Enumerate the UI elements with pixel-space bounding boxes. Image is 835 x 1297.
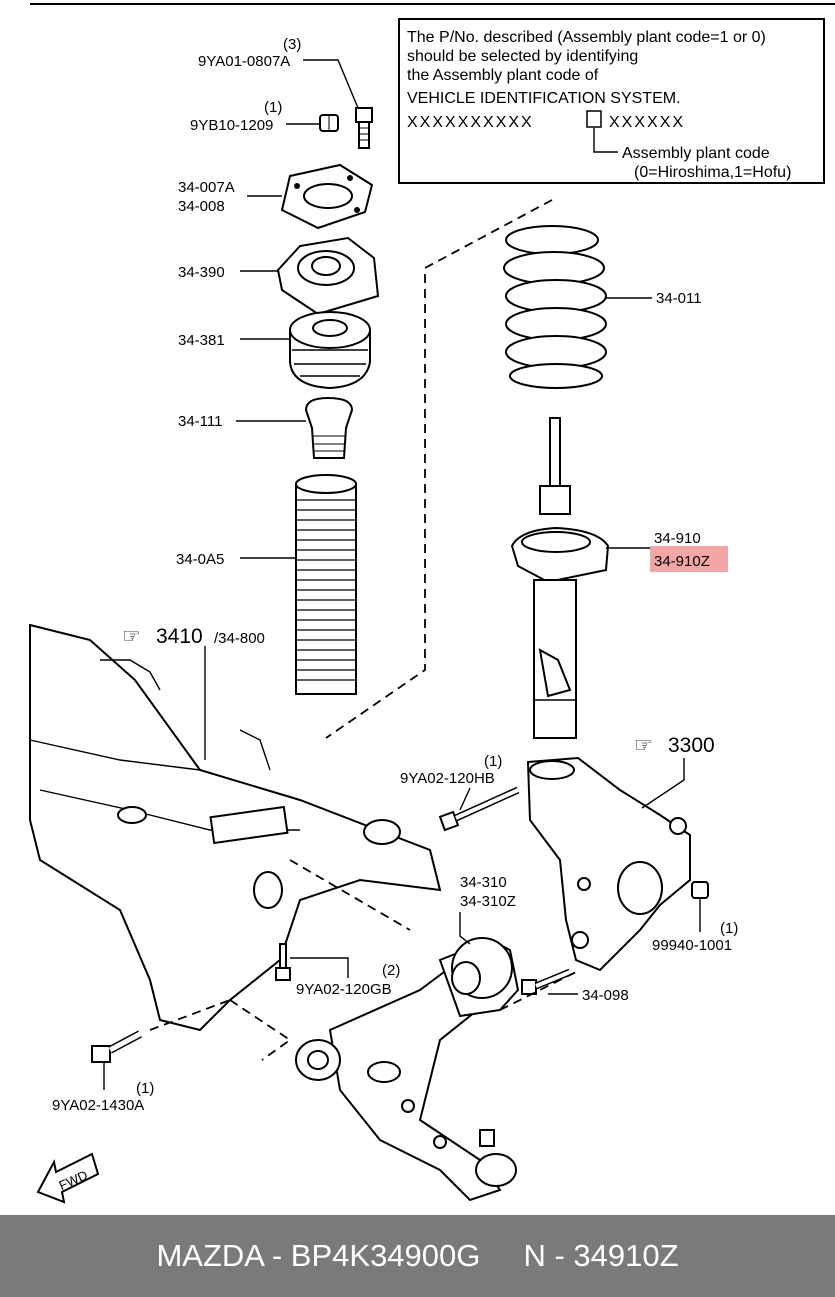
crossmember-ref-pointer-icon: ☞ [122, 625, 141, 648]
note-line-4: VEHICLE IDENTIFICATION SYSTEM. [407, 90, 681, 107]
vin-suffix: XXXXXX [609, 114, 685, 131]
bolt-arm-mid [275, 943, 291, 981]
part-number-footer: MAZDA - BP4K34900G N - 34910Z [0, 1215, 835, 1297]
bump-stop [304, 396, 354, 459]
mount-plate [280, 163, 374, 230]
vin-prefix: XXXXXXXXXX [407, 114, 534, 131]
mount-rubber-label: 34-390 [178, 264, 225, 281]
note-line-3: the Assembly plant code of [407, 67, 599, 84]
bolt-arm-rear [521, 968, 572, 995]
nut-top-label: 9YB10-1209 [190, 117, 273, 134]
strut-label-b: 34-910Z [654, 553, 710, 570]
assembly-guide-line [325, 199, 553, 739]
bump-stop-label: 34-111 [178, 413, 222, 430]
strut-assembly [510, 417, 610, 739]
lower-control-arm [295, 937, 520, 1202]
mount-plate-label-b: 34-008 [178, 198, 225, 215]
bolt-arm-mid-label: 9YA02-120GB [296, 981, 392, 998]
nut-knuckle [691, 881, 709, 899]
bolt-front-label: 9YA02-1430A [52, 1097, 144, 1114]
strut-bearing [289, 311, 371, 390]
knuckle-ref-label[interactable]: 3300 [668, 734, 715, 757]
bearing-label: 34-381 [178, 332, 225, 349]
plant-code-box [586, 110, 602, 128]
mount-rubber [276, 236, 380, 316]
coil-spring-label: 34-011 [656, 290, 702, 307]
dust-boot [295, 474, 357, 695]
bolt-top-qty: (3) [283, 36, 301, 53]
dust-boot-label: 34-0A5 [176, 551, 224, 568]
nut-knuckle-qty: (1) [720, 920, 738, 937]
note-line-1: The P/No. described (Assembly plant code… [407, 29, 766, 46]
strut-label-a: 34-910 [654, 530, 701, 547]
nut-top [319, 114, 339, 132]
arm-guide-upper [289, 859, 411, 931]
arm-label-a: 34-310 [460, 874, 507, 891]
crossmember-ref-label-b: /34-800 [214, 630, 265, 647]
exploded-parts-diagram: The P/No. described (Assembly plant code… [29, 3, 835, 1204]
arm-guide-lower [229, 999, 292, 1061]
assembly-plant-note: The P/No. described (Assembly plant code… [398, 18, 825, 184]
bolt-knuckle [438, 786, 520, 832]
plant-code-values: (0=Hiroshima,1=Hofu) [634, 164, 791, 181]
plant-code-label: Assembly plant code [622, 145, 770, 162]
fwd-arrow-icon: FWD [36, 1152, 100, 1204]
bolt-top-label: 9YA01-0807A [198, 53, 290, 70]
nut-knuckle-label: 99940-1001 [652, 937, 732, 954]
bolt-front-qty: (1) [136, 1080, 154, 1097]
coil-spring [503, 225, 607, 389]
bolt-arm-mid-qty: (2) [382, 962, 400, 979]
mount-plate-label-a: 34-007A [178, 179, 235, 196]
footer-text: MAZDA - BP4K34900G N - 34910Z [156, 1238, 679, 1273]
nut-top-qty: (1) [264, 99, 282, 116]
highlight-box [650, 546, 728, 572]
arm-label-b: 34-310Z [460, 893, 516, 910]
bolt-front [91, 1030, 142, 1063]
bolt-top [355, 107, 373, 149]
bolt-knuckle-label: 9YA02-120HB [400, 770, 495, 787]
bolt-arm-rear-label: 34-098 [582, 987, 629, 1004]
note-line-2: should be selected by identifying [407, 48, 638, 65]
steering-knuckle [526, 756, 691, 972]
crossmember [29, 623, 442, 1032]
knuckle-ref-pointer-icon: ☞ [634, 734, 653, 757]
crossmember-ref-label[interactable]: 3410 [156, 625, 203, 648]
bolt-knuckle-qty: (1) [484, 753, 502, 770]
